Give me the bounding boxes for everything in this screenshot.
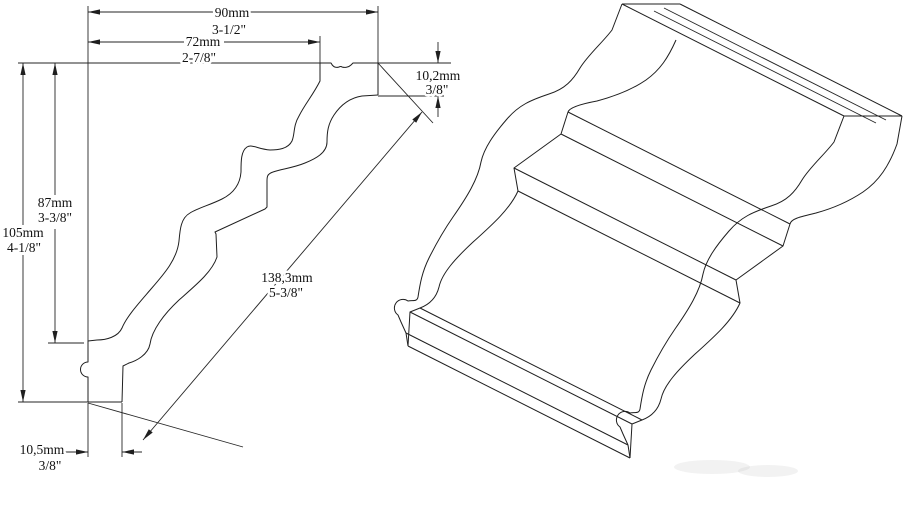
label-bottom-thickness-in: 3/8" — [39, 458, 62, 473]
profile-back-face — [80, 63, 321, 402]
label-total-height-mm: 105mm — [2, 225, 44, 240]
label-bottom-thickness-mm: 10,5mm — [20, 442, 65, 457]
end-face-bottom-edge-right — [627, 444, 631, 459]
label-total-height-in: 4-1/8" — [7, 240, 41, 255]
end-face-bottom-edge — [405, 332, 409, 347]
dimension-arrowheads — [20, 9, 441, 455]
label-top-width-in: 2-7/8" — [182, 50, 216, 65]
label-top-thickness-in: 3/8" — [426, 82, 449, 97]
label-total-width-in: 3-1/2" — [212, 22, 246, 37]
end-face-back-silhouette-right — [615, 115, 845, 446]
profile-cross-section-view: 90mm 3-1/2" 72mm 2-7/8" 10,2mm 3/8" 87mm… — [0, 3, 463, 476]
label-top-thickness-mm: 10,2mm — [416, 68, 461, 83]
end-face-front-profile-right — [629, 115, 903, 459]
end-face-back-silhouette — [393, 3, 623, 334]
profile-outline — [80, 62, 379, 403]
profile-top-face — [320, 62, 378, 68]
extension-lines — [18, 6, 451, 457]
label-top-width-mm: 72mm — [186, 34, 221, 49]
shadow — [674, 460, 798, 477]
label-total-width-mm: 90mm — [215, 5, 250, 20]
dimension-lines — [22, 11, 439, 453]
label-face-height-in: 3-3/8" — [38, 210, 72, 225]
dimension-labels: 90mm 3-1/2" 72mm 2-7/8" 10,2mm 3/8" 87mm… — [0, 3, 463, 476]
label-diagonal-face-in: 5-3/8" — [269, 285, 303, 300]
perspective-view — [393, 3, 903, 477]
extrusion-edges — [405, 3, 903, 459]
label-diagonal-face-mm: 138,3mm — [261, 270, 313, 285]
profile-front-face — [121, 94, 379, 403]
label-face-height-mm: 87mm — [38, 195, 73, 210]
